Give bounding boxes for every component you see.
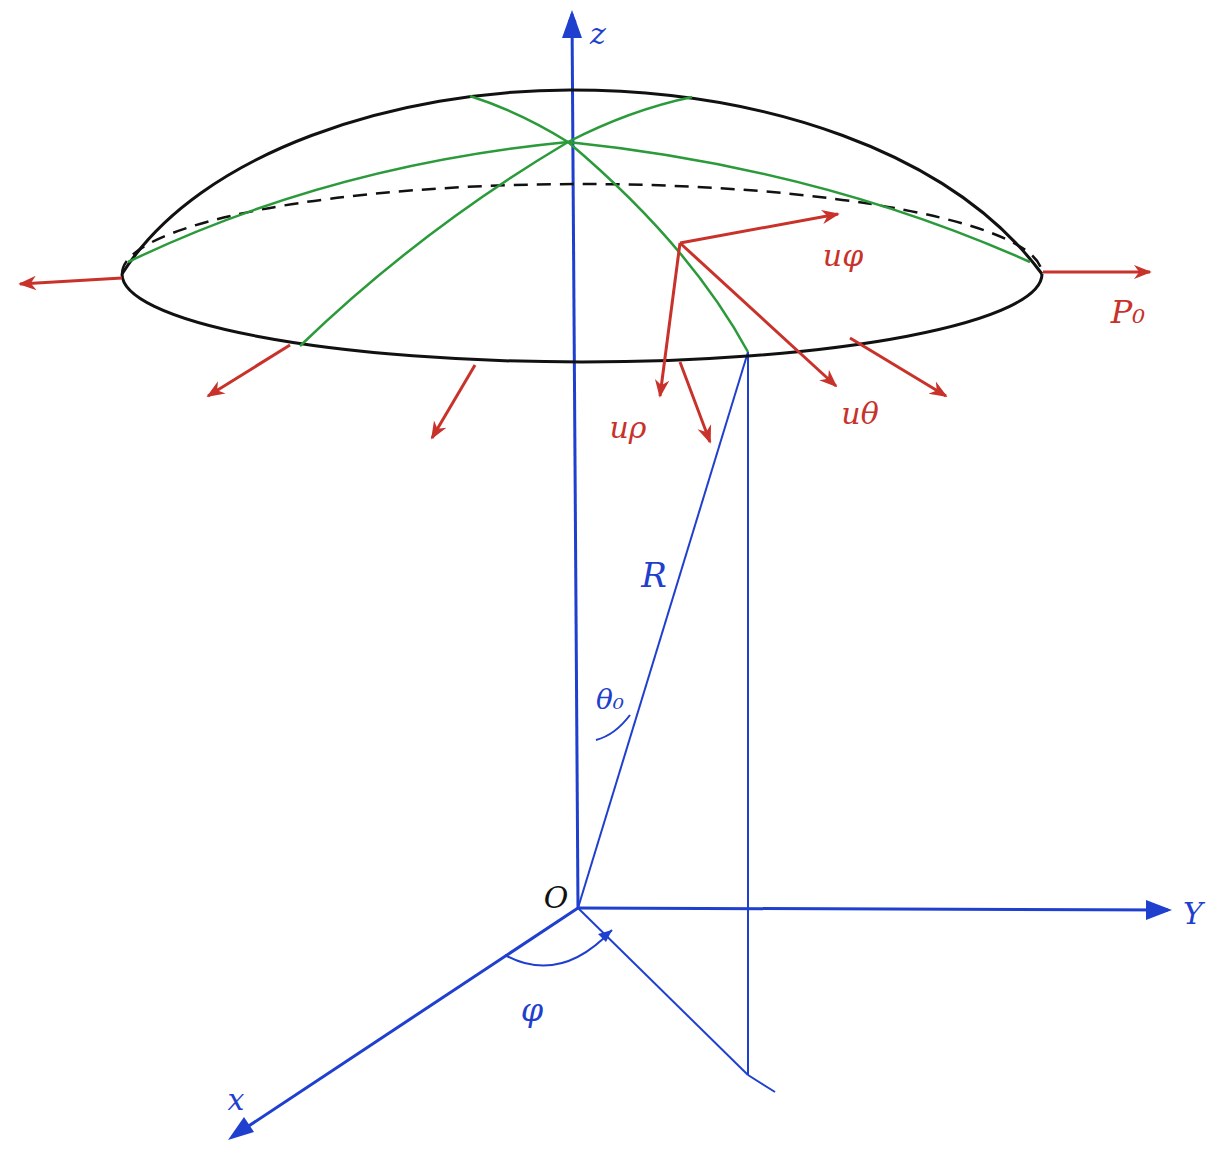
force-arrow [850,338,946,396]
dome-outline [122,90,1042,274]
axis-label: Y [1183,899,1203,929]
meridian [568,142,1030,262]
meridian [300,142,568,346]
angle-label: θ₀ [596,686,624,714]
unit-vector [680,243,836,386]
axes [232,14,1168,1137]
angle-label: φ [521,994,543,1026]
meridian [470,96,568,142]
projection-tick [748,1075,775,1092]
unit-vector-label: uφ [823,241,863,271]
front-rim [122,274,1042,362]
back-rim [122,184,1042,274]
axis-label: z [590,19,606,49]
force-arrow [208,345,290,396]
force-arrow [432,365,475,438]
unit-vector [680,214,838,243]
red-arrows [20,214,1150,442]
cap [122,90,1042,362]
meridian [568,142,748,352]
unit-vector [660,243,680,396]
unit-vector-label: uρ [610,413,647,443]
radius-line [578,352,748,908]
radius-label: R [641,558,667,592]
y-axis [578,908,1168,910]
vertical-drop [747,352,749,1075]
force-arrow [1043,271,1150,274]
meridian [128,142,568,262]
phi-arc [505,930,612,966]
y-arrowhead [1146,900,1172,920]
meridian [568,97,692,142]
theta-arc [596,715,630,740]
axis-label: x [228,1085,245,1115]
origin-label: O [544,883,569,913]
x-axis [232,908,578,1137]
phi-arrowhead [598,930,612,942]
force-arrow [680,362,710,442]
meridians [128,96,1030,352]
force-arrow [20,278,122,284]
z-arrowhead [562,10,582,38]
unit-vector-label: uθ [841,399,878,429]
x-arrowhead [228,1117,254,1140]
axis-heads [228,10,1172,1140]
force-label: P₀ [1111,296,1145,328]
projection-line [578,908,748,1075]
